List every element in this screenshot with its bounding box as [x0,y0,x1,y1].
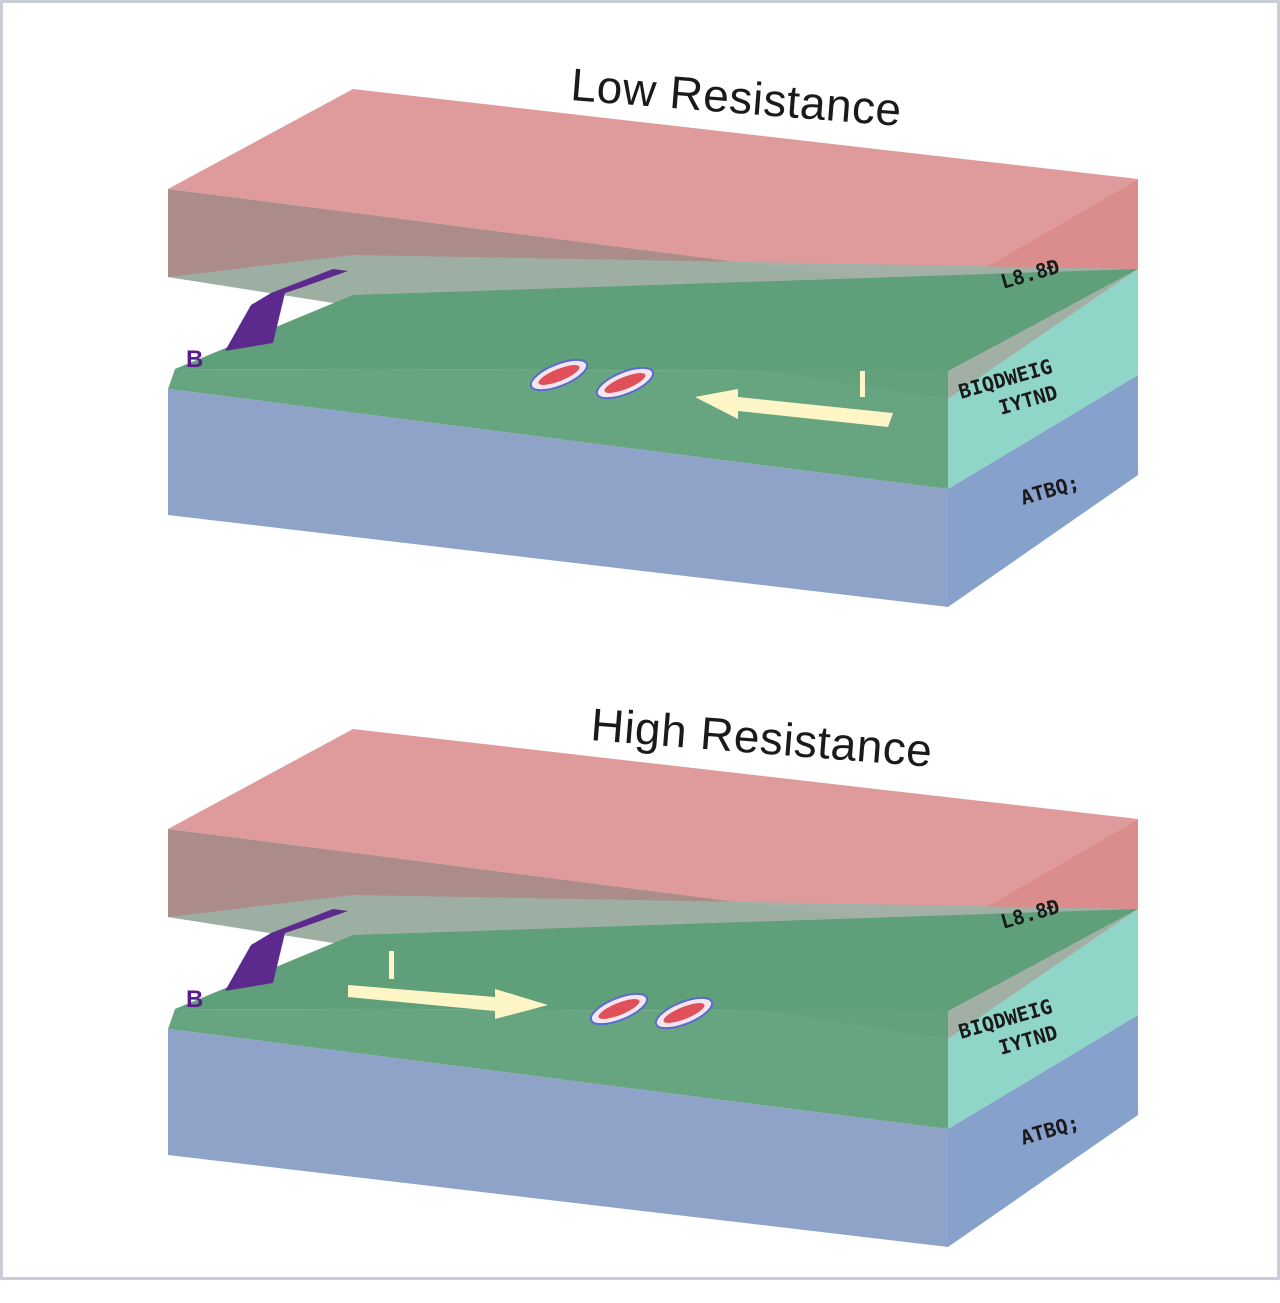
bottom-layer-front-face [168,389,948,607]
field-label: B [186,346,203,373]
electron-spin [654,996,714,1030]
field-label: B [186,986,203,1013]
current-arrow [348,985,548,1019]
middle-layer-side-face [948,909,1138,1129]
middle-layer-top-face [175,269,1138,371]
middle-layer-side-face [948,269,1138,489]
electron-spin [595,366,655,400]
current-arrow [695,389,893,427]
electron-spin [589,992,649,1026]
magnetic-field-arrow [225,269,348,351]
electron-spin [529,358,589,392]
current-tick [389,951,394,979]
magnetic-field-arrow [225,909,348,991]
top-layer-top-face [168,729,1138,929]
bottom-layer-side-face [948,1015,1138,1247]
middle-layer-front-face [168,1009,948,1129]
middle-layer-top-face [175,909,1138,1011]
top-layer-top-face [168,89,1138,289]
current-tick [860,371,865,397]
bottom-layer-front-face [168,1029,948,1247]
bottom-layer-side-face [948,375,1138,607]
